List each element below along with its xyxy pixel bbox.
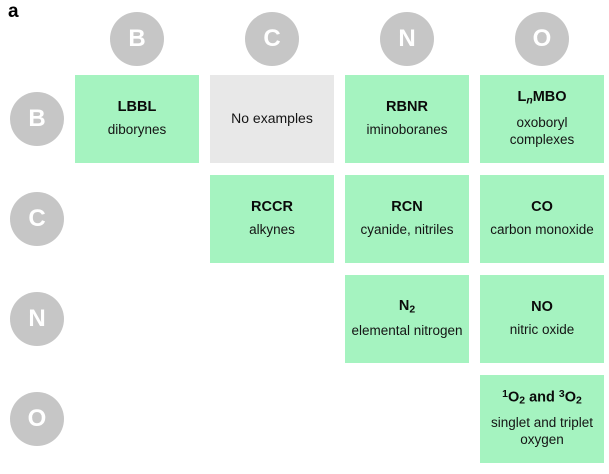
cell-name: oxoboryl complexes	[509, 114, 575, 147]
column-header-label: N	[398, 25, 416, 52]
matrix-cell-c-o: CO carbon monoxide	[480, 175, 604, 263]
column-header-badge-b: B	[110, 12, 164, 66]
row-header-badge-c: C	[10, 192, 64, 246]
column-header-badge-o: O	[515, 12, 569, 66]
column-header-label: O	[532, 25, 552, 52]
matrix-cell-n-n: N2 elemental nitrogen	[345, 275, 469, 363]
cell-formula: 1O2 and 3O2	[502, 389, 582, 407]
matrix-cell-o-o: 1O2 and 3O2 singlet and triplet oxygen	[480, 375, 604, 463]
column-header-badge-c: C	[245, 12, 299, 66]
cell-formula: LnMBO	[517, 89, 567, 107]
cell-formula: N2	[398, 297, 416, 316]
matrix-cell-b-b: LBBL diborynes	[75, 75, 199, 163]
matrix-cell-b-o: LnMBO oxoboryl complexes	[480, 75, 604, 163]
cell-formula: NO	[531, 298, 553, 315]
row-header-label: O	[27, 405, 47, 432]
cell-name: elemental nitrogen	[351, 323, 463, 339]
row-header-badge-o: O	[10, 392, 64, 446]
cell-name: nitric oxide	[509, 322, 575, 338]
row-header-label: C	[28, 205, 46, 232]
cell-formula: CO	[531, 198, 553, 215]
cell-name: singlet and triplet oxygen	[490, 414, 594, 447]
matrix-cell-c-n: RCN cyanide, nitriles	[345, 175, 469, 263]
matrix-cell-b-c: No examples	[210, 75, 334, 163]
matrix-cell-b-n: RBNR iminoboranes	[345, 75, 469, 163]
column-header-label: B	[128, 25, 146, 52]
row-header-badge-b: B	[10, 92, 64, 146]
row-header-badge-n: N	[10, 292, 64, 346]
cell-formula: RBNR	[386, 98, 428, 115]
cell-name: carbon monoxide	[490, 222, 594, 238]
cell-name: diborynes	[107, 122, 167, 138]
cell-name: alkynes	[249, 222, 295, 238]
cell-formula: RCCR	[251, 198, 293, 215]
matrix-cell-c-c: RCCR alkynes	[210, 175, 334, 263]
panel-label: a	[8, 1, 19, 22]
row-header-label: B	[28, 105, 46, 132]
matrix-cell-n-o: NO nitric oxide	[480, 275, 604, 363]
row-header-label: N	[28, 305, 46, 332]
cell-name: cyanide, nitriles	[360, 222, 454, 238]
column-header-badge-n: N	[380, 12, 434, 66]
cell-formula: LBBL	[117, 98, 157, 115]
cell-name: iminoboranes	[366, 122, 448, 138]
cell-name: No examples	[231, 110, 313, 127]
column-header-label: C	[263, 25, 281, 52]
cell-formula: RCN	[391, 198, 423, 215]
